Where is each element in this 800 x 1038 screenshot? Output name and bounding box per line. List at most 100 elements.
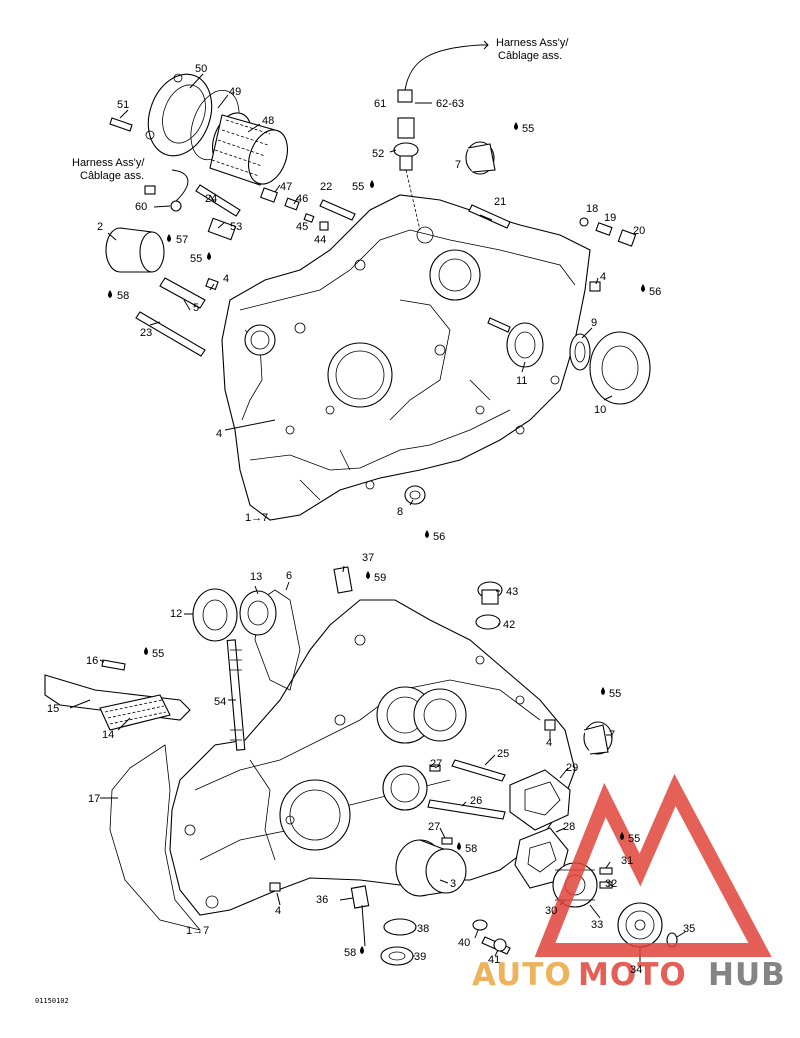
oil-drop-icon bbox=[425, 530, 429, 538]
callout-49: 49 bbox=[229, 86, 241, 98]
callout-34: 34 bbox=[630, 964, 642, 976]
callout-53: 53 bbox=[230, 221, 242, 233]
oil-seal bbox=[105, 227, 165, 273]
callout-22: 22 bbox=[320, 181, 332, 193]
oil-filter bbox=[209, 112, 288, 186]
watermark-triangle-logo bbox=[534, 773, 772, 957]
callout-6: 6 bbox=[286, 570, 292, 582]
callout-58-b: 58 bbox=[465, 843, 477, 855]
oil-drop-icon bbox=[370, 180, 374, 188]
callout-1-7-b: 1→7 bbox=[186, 925, 209, 937]
callout-7-a: 7 bbox=[455, 159, 461, 171]
stud bbox=[226, 639, 246, 751]
oil-drop-icon bbox=[207, 252, 211, 260]
callout-41: 41 bbox=[488, 954, 500, 966]
upper-crankcase-assembly bbox=[105, 40, 651, 521]
callout-54: 54 bbox=[214, 696, 226, 708]
callout-15: 15 bbox=[47, 703, 59, 715]
callout-55-b: 55 bbox=[352, 181, 364, 193]
callout-4-d: 4 bbox=[546, 737, 552, 749]
callout-37: 37 bbox=[362, 552, 374, 564]
callout-43: 43 bbox=[506, 586, 518, 598]
oil-drop-icon bbox=[641, 284, 645, 292]
callout-33: 33 bbox=[591, 919, 603, 931]
callout-31: 31 bbox=[621, 855, 633, 867]
callout-36: 36 bbox=[316, 894, 328, 906]
callout-59: 59 bbox=[374, 572, 386, 584]
lower-crankcase-assembly bbox=[44, 565, 686, 966]
callout-1-7-a: 1→7 bbox=[245, 512, 268, 524]
callout-21: 21 bbox=[494, 196, 506, 208]
callout-4-a: 4 bbox=[223, 273, 229, 285]
callout-55-d: 55 bbox=[152, 648, 164, 660]
oil-filter-cover bbox=[145, 73, 213, 157]
callout-29: 29 bbox=[566, 762, 578, 774]
callout-55-a: 55 bbox=[190, 253, 202, 265]
crank-bore-lower bbox=[279, 779, 351, 851]
watermark-auto: AUTO bbox=[472, 957, 572, 993]
harness-note-top-line1: Harness Ass'y/ bbox=[496, 37, 569, 49]
callout-7-b: 7 bbox=[609, 729, 615, 741]
gasket bbox=[109, 744, 202, 931]
callout-42: 42 bbox=[503, 619, 515, 631]
callout-13: 13 bbox=[250, 571, 262, 583]
callout-5: 5 bbox=[193, 302, 199, 314]
callout-61: 61 bbox=[374, 98, 386, 110]
callouts-bottom: 37 59 13 6 12 43 42 16 55 15 14 54 55 4 … bbox=[47, 552, 695, 976]
callout-4-b: 4 bbox=[600, 271, 606, 283]
callout-55-c: 55 bbox=[522, 123, 534, 135]
callout-24: 24 bbox=[205, 193, 217, 205]
oil-drop-icon bbox=[601, 687, 605, 695]
callout-56-b: 56 bbox=[433, 531, 445, 543]
callout-62-63: 62-63 bbox=[436, 98, 464, 110]
figure-reference-code: 01150102 bbox=[35, 997, 69, 1005]
oil-drop-icon bbox=[167, 234, 171, 242]
callout-44: 44 bbox=[314, 234, 326, 246]
callout-4-e: 4 bbox=[275, 905, 281, 917]
oil-drop-icon bbox=[360, 946, 364, 954]
oil-drop-icon bbox=[144, 647, 148, 655]
callout-26: 26 bbox=[470, 795, 482, 807]
callout-14: 14 bbox=[102, 729, 114, 741]
callout-56-a: 56 bbox=[649, 286, 661, 298]
callout-55-e: 55 bbox=[609, 688, 621, 700]
callout-57: 57 bbox=[176, 234, 188, 246]
callout-52: 52 bbox=[372, 148, 384, 160]
watermark-hub: HUB bbox=[708, 957, 786, 993]
callout-55-f: 55 bbox=[628, 833, 640, 845]
callout-27-a: 27 bbox=[430, 758, 442, 770]
bearing-13 bbox=[239, 590, 277, 636]
oil-drop-icon bbox=[514, 122, 518, 130]
oil-drop-icon bbox=[366, 571, 370, 579]
harness-note-top-line2: Câblage ass. bbox=[498, 50, 562, 62]
callout-3: 3 bbox=[450, 878, 456, 890]
callout-45: 45 bbox=[296, 221, 308, 233]
callout-12: 12 bbox=[170, 608, 182, 620]
callout-19: 19 bbox=[604, 212, 616, 224]
oil-drop-icon bbox=[108, 290, 112, 298]
callouts-top: 50 49 51 48 47 46 45 44 22 24 60 53 57 5… bbox=[97, 63, 661, 543]
bearing-12 bbox=[192, 588, 238, 642]
callout-60: 60 bbox=[135, 201, 147, 213]
callout-17: 17 bbox=[88, 793, 100, 805]
screw bbox=[109, 117, 133, 132]
oil-pressure-switch bbox=[260, 187, 278, 203]
callout-2: 2 bbox=[97, 221, 103, 233]
automotohub-watermark: AUTO MOTO HUB bbox=[472, 773, 786, 993]
callout-25: 25 bbox=[497, 748, 509, 760]
callout-48: 48 bbox=[262, 115, 274, 127]
callout-46: 46 bbox=[296, 193, 308, 205]
callout-58-a: 58 bbox=[117, 290, 129, 302]
bearing bbox=[487, 317, 544, 368]
oil-pump-gear bbox=[617, 902, 663, 948]
callout-51: 51 bbox=[117, 99, 129, 111]
harness-note-left-line1: Harness Ass'y/ bbox=[72, 157, 145, 169]
crank-bore bbox=[327, 342, 393, 408]
callout-28: 28 bbox=[563, 821, 575, 833]
callout-47: 47 bbox=[280, 181, 292, 193]
callout-30: 30 bbox=[545, 905, 557, 917]
harness-note-left-line2: Câblage ass. bbox=[80, 170, 144, 182]
callout-35: 35 bbox=[683, 923, 695, 935]
callout-50: 50 bbox=[195, 63, 207, 75]
watermark-moto: MOTO bbox=[578, 957, 687, 993]
